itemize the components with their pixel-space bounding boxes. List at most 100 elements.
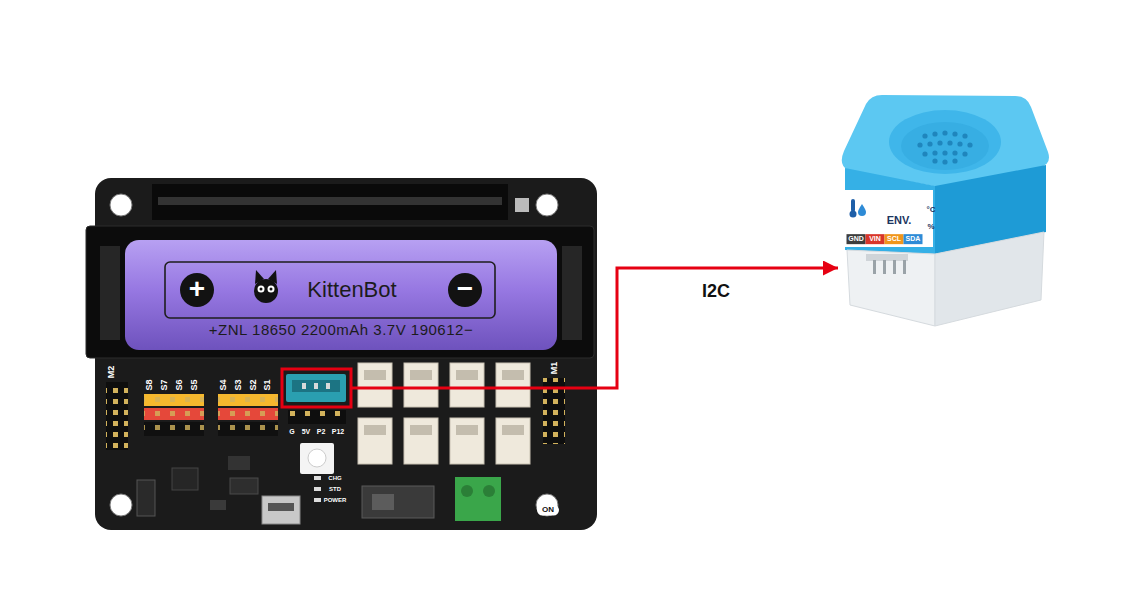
sensor-ports-part bbox=[450, 418, 484, 464]
expansion-board: S8S7S6S5S4S3S2S1M2M1G5VP2P12CHGSTDPOWERO… bbox=[95, 178, 597, 530]
board-components-part bbox=[230, 478, 258, 494]
sensor-ports-part bbox=[358, 418, 392, 464]
env-sensor-illustration-part bbox=[883, 260, 886, 274]
board-components-part bbox=[300, 443, 334, 474]
env-sensor-illustration-part bbox=[893, 260, 896, 274]
sensor-ports-part bbox=[404, 363, 438, 407]
polarity-mark: − bbox=[448, 273, 482, 307]
battery-holder bbox=[86, 226, 594, 358]
pin-name: 5V bbox=[302, 428, 311, 436]
env-sensor-illustration-part bbox=[889, 110, 1001, 174]
i2c-connector-part bbox=[302, 383, 306, 389]
sensor-ports-part bbox=[456, 370, 478, 380]
pin-header bbox=[288, 410, 346, 424]
pin-name: P12 bbox=[332, 428, 344, 436]
pin-name: SDA bbox=[904, 234, 923, 244]
kittenbot-logo-part bbox=[270, 288, 273, 291]
env-sensor-illustration-part-part bbox=[952, 158, 957, 163]
motor-port-label: M1 bbox=[550, 362, 560, 375]
circuit-board bbox=[86, 178, 597, 530]
pin-name: G bbox=[289, 428, 294, 436]
env-sensor-illustration-part bbox=[935, 232, 1044, 326]
servo-port-label: S4 bbox=[219, 379, 229, 390]
env-sensor-illustration-part bbox=[850, 211, 857, 218]
sensor-ports-part bbox=[496, 418, 530, 464]
env-sensor-illustration-part-part bbox=[922, 133, 927, 138]
board-components-part bbox=[455, 477, 501, 521]
env-sensor-illustration-part-part bbox=[942, 150, 947, 155]
env-sensor-illustration-part bbox=[917, 130, 972, 164]
pin-name: GND bbox=[847, 234, 866, 244]
env-sensor-illustration-part bbox=[873, 260, 876, 274]
env-sensor-illustration-part-part bbox=[932, 158, 937, 163]
sensor-ports bbox=[358, 363, 530, 464]
sensor-ports-part bbox=[364, 370, 386, 380]
indicator-label: CHG bbox=[328, 475, 341, 482]
board-components-part bbox=[172, 468, 198, 490]
sensor-ports-part bbox=[410, 370, 432, 380]
sensor-ports-part bbox=[364, 425, 386, 435]
battery-cell-part bbox=[125, 240, 557, 350]
circuit-board-part bbox=[110, 194, 132, 216]
board-components-part bbox=[314, 487, 321, 491]
env-sensor-module: ENV.°C%GNDVINSCLSDA bbox=[838, 92, 1050, 330]
env-sensor-illustration-part bbox=[851, 199, 855, 212]
env-sensor-illustration-part-part bbox=[922, 151, 927, 156]
pin-header bbox=[288, 410, 346, 424]
board-components-part bbox=[372, 494, 394, 510]
env-sensor-illustration bbox=[842, 95, 1049, 326]
battery-holder-part bbox=[100, 246, 120, 340]
env-sensor-illustration-part-part bbox=[957, 141, 962, 146]
indicator-label: STD bbox=[329, 486, 341, 493]
battery-cell-part bbox=[165, 262, 495, 318]
battery-spec: +ZNL 18650 2200mAh 3.7V 190612− bbox=[209, 322, 473, 339]
circuit-board-part bbox=[110, 494, 132, 516]
highlight-box bbox=[282, 369, 597, 407]
circuit-board-part bbox=[536, 194, 558, 216]
unit-label: % bbox=[927, 223, 934, 232]
env-sensor-illustration-part-part bbox=[927, 141, 932, 146]
board-components-part bbox=[210, 500, 226, 510]
edge-connector bbox=[158, 197, 502, 205]
env-sensor-illustration-part-part bbox=[942, 159, 947, 164]
module-name: ENV. bbox=[887, 214, 912, 226]
board-components-part bbox=[461, 485, 473, 497]
board-components-part bbox=[314, 476, 321, 480]
board-components-part bbox=[483, 485, 495, 497]
switch-label: ON bbox=[537, 505, 559, 516]
servo-port-label: S6 bbox=[175, 379, 185, 390]
circuit-board-part bbox=[536, 494, 558, 516]
env-sensor-illustration-part-part bbox=[942, 130, 947, 135]
sensor-ports-part bbox=[358, 363, 392, 407]
kittenbot-logo-part bbox=[260, 288, 263, 291]
board-components-part bbox=[137, 480, 155, 516]
unit-label: °C bbox=[927, 206, 936, 215]
highlight-box-part bbox=[282, 369, 351, 407]
pin-name: P2 bbox=[317, 428, 326, 436]
pin-name: VIN bbox=[866, 234, 885, 244]
env-sensor-illustration-part-part bbox=[937, 140, 942, 145]
env-sensor-illustration-part-part bbox=[932, 150, 937, 155]
board-components-part bbox=[228, 456, 250, 470]
i2c-connector-part bbox=[292, 380, 340, 392]
sensor-ports-part bbox=[496, 363, 530, 407]
reset-button bbox=[515, 198, 529, 212]
battery: +KittenBot−+ZNL 18650 2200mAh 3.7V 19061… bbox=[125, 240, 557, 350]
board-components-part bbox=[262, 496, 300, 524]
board-components-part bbox=[268, 503, 294, 511]
motor-port-label: M2 bbox=[107, 366, 117, 379]
sensor-ports-part bbox=[410, 425, 432, 435]
i2c-connector-part bbox=[286, 374, 346, 402]
edge-connector bbox=[152, 184, 508, 220]
env-sensor-illustration-part-part bbox=[932, 131, 937, 136]
board-components-part bbox=[308, 449, 326, 467]
sensor-ports-part bbox=[502, 425, 524, 435]
battery-holder-part bbox=[562, 246, 582, 340]
env-sensor-illustration-part bbox=[903, 260, 906, 274]
servo-port-label: S3 bbox=[234, 379, 244, 390]
polarity-mark: + bbox=[180, 273, 214, 307]
env-sensor-illustration-part-part bbox=[952, 131, 957, 136]
sensor-ports-part bbox=[456, 425, 478, 435]
